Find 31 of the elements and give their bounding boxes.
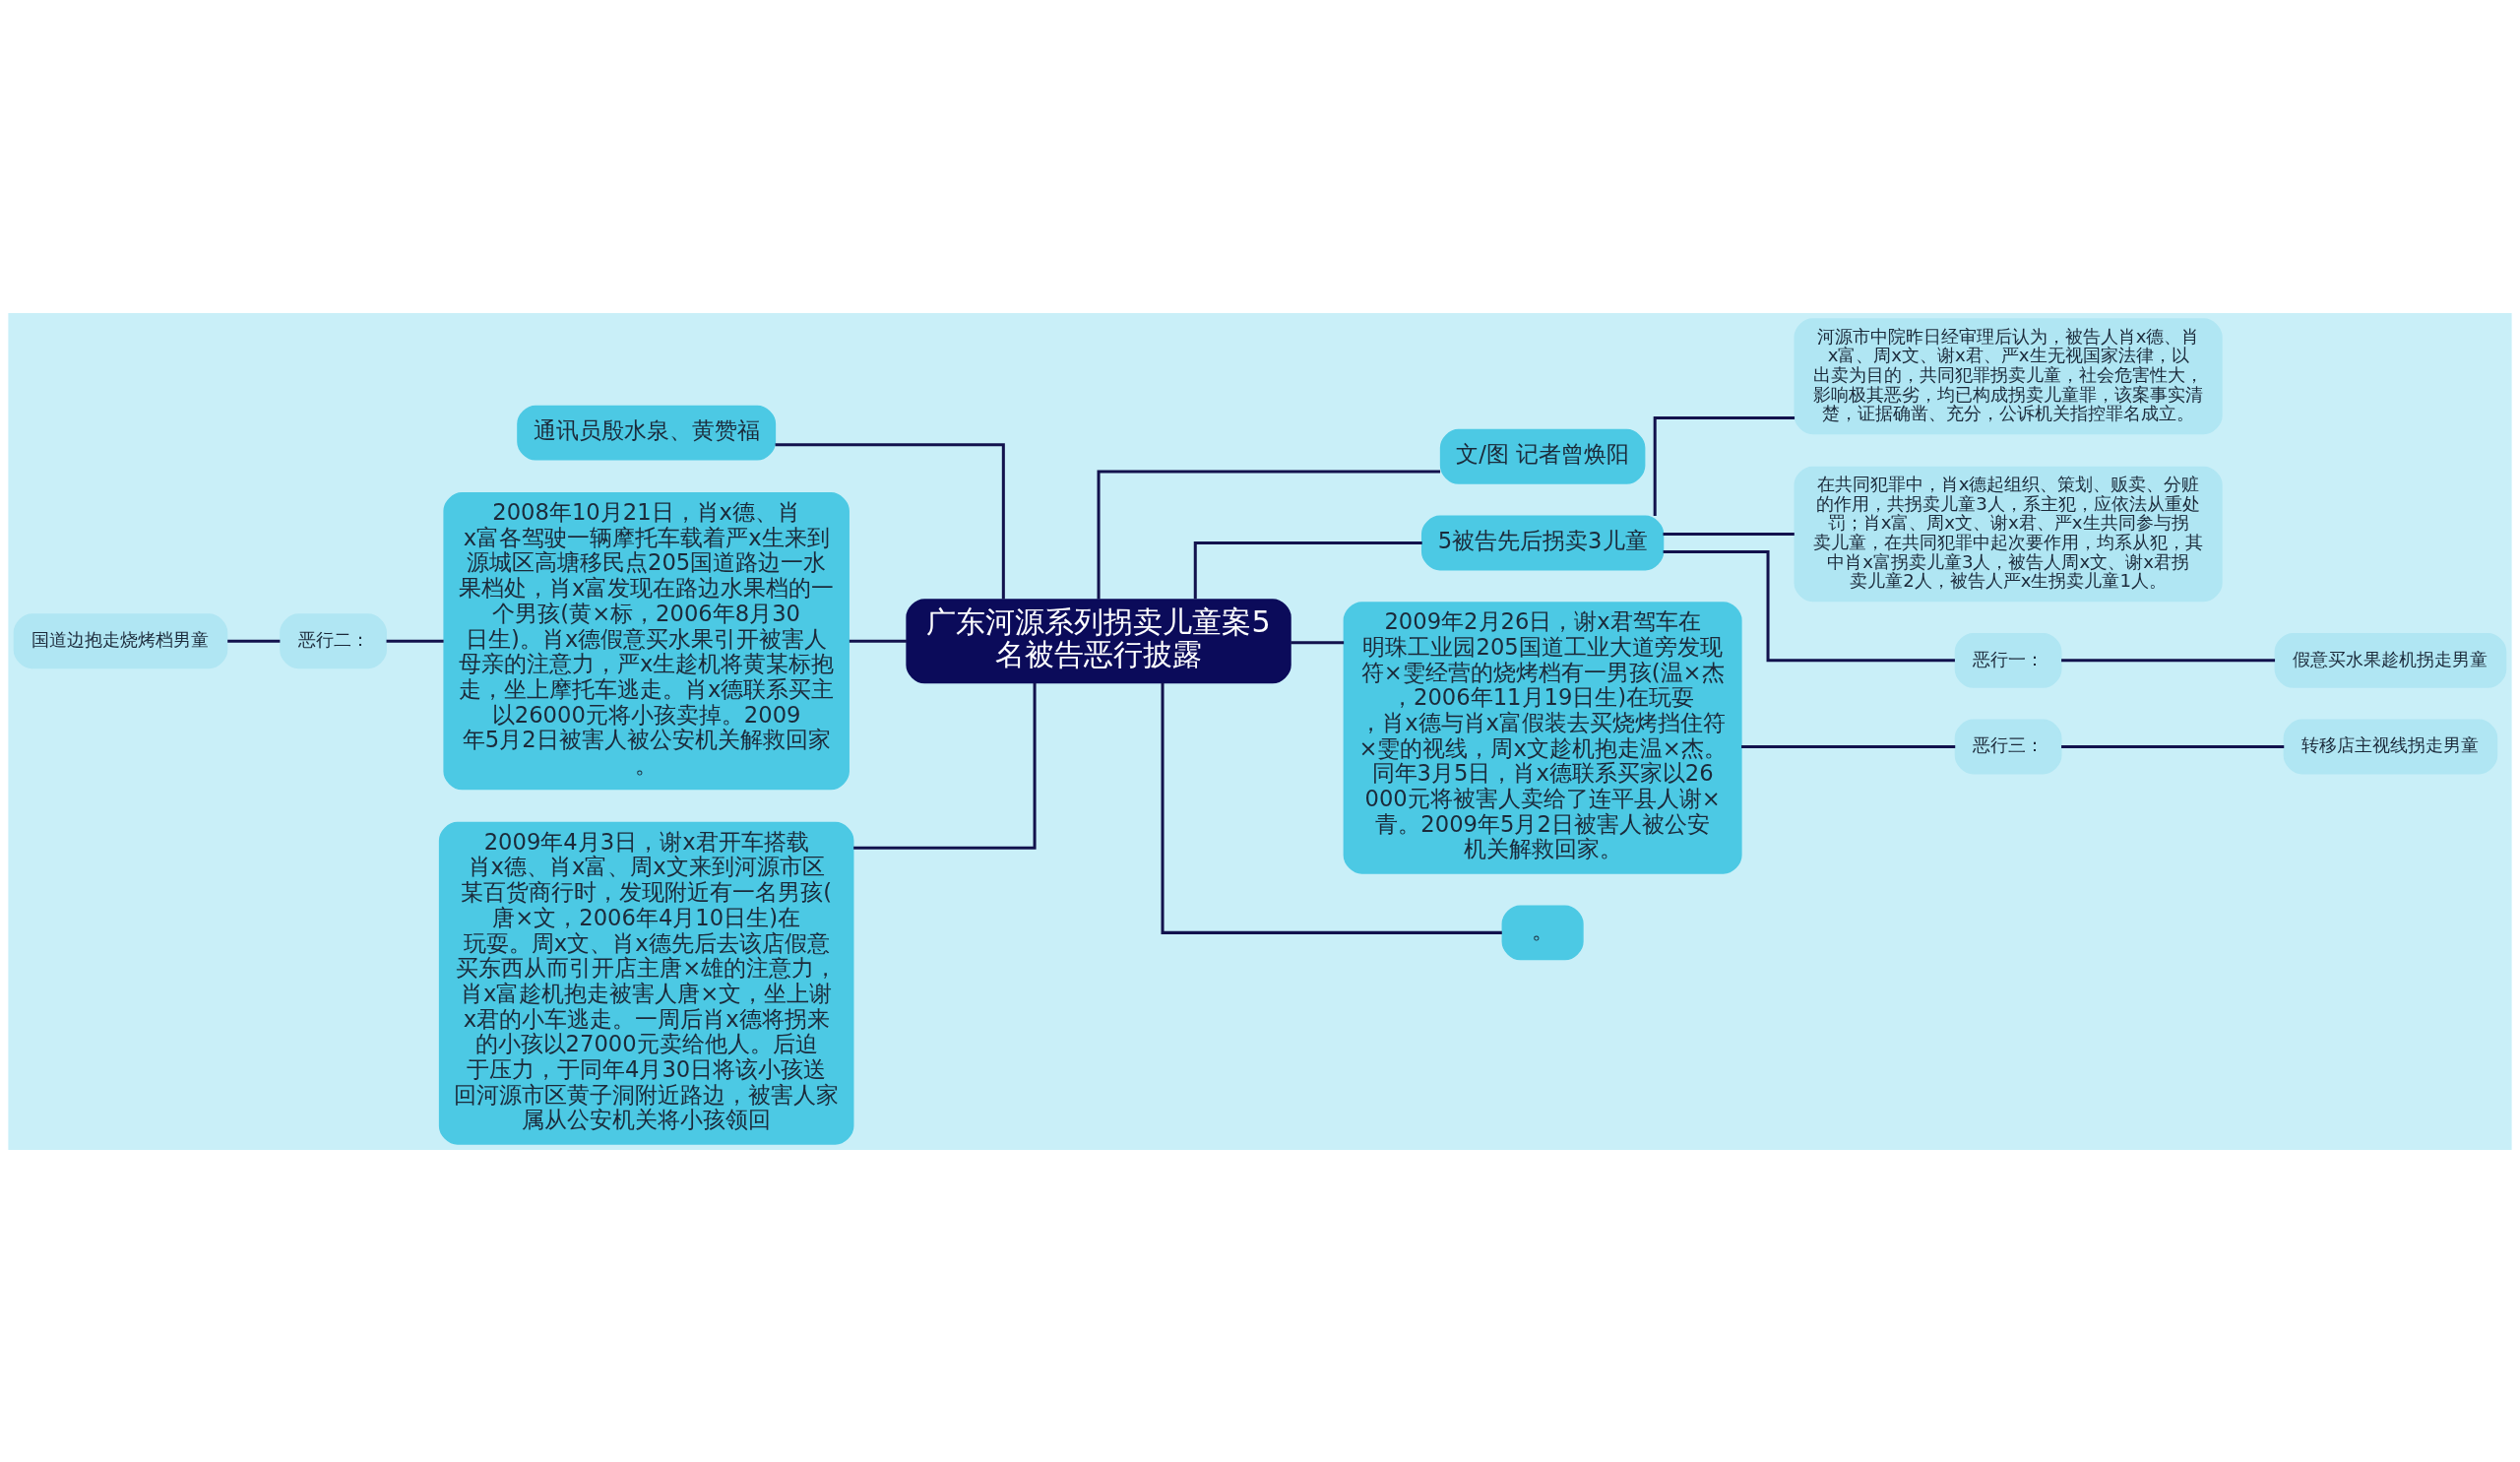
connector <box>1741 744 1956 748</box>
node-box: 2009年2月26日，谢x君驾车在明珠工业园205国道工业大道旁发现符×雯经营的烧烤档有一男孩(温×杰，2006年11月19日生)在玩耍，肖x德与肖x富假装去买烧烤挡住符×雯的视线，周x文趁机抱走温×杰。同年3月5日，肖x德联系买家以26000元将被害人卖给了连平县人谢×青。2009年5月2日被害人被公安机关解救回家。 <box>1343 601 1742 874</box>
connector <box>849 639 907 643</box>
connector <box>1663 532 1795 536</box>
node-box: 河源市中院昨日经审理后认为，被告人肖x德、肖x富、周x文、谢x君、严x生无视国家法律，以出卖为目的，共同犯罪拐卖儿童，社会危害性大，影响极其恶劣，均已构成拐卖儿童罪，该案事实清楚，证据确凿、充分，公诉机关指控罪名成立。 <box>1794 317 2223 434</box>
connector <box>1097 469 1441 600</box>
connector <box>775 442 1005 599</box>
node-box: 文/图 记者曾焕阳 <box>1439 428 1646 484</box>
connector <box>2061 744 2285 748</box>
node-box: 恶行三： <box>1954 719 2062 774</box>
node-box: 2008年10月21日，肖x德、肖x富各驾驶一辆摩托车载着严x生来到源城区高塘移民点205国道路边一水果档处，肖x富发现在路边水果档的一个男孩(黄×标，2006年8月30日生)。肖x德假意买水果引开被害人母亲的注意力，严x生趁机将黄某标抱走，坐上摩托车逃走。肖x德联系买主以26000元将小孩卖掉。2009年5月2日被害人被公安机关解救回家。 <box>443 491 850 790</box>
node-box: 通讯员殷水泉、黄赞福 <box>517 405 777 461</box>
node-box: 假意买水果趁机拐走男童 <box>2274 632 2507 688</box>
node-box: 。 <box>1501 904 1584 960</box>
connector <box>1291 640 1345 644</box>
connector <box>2061 658 2276 662</box>
connector <box>1161 682 1502 934</box>
node-box: 5被告先后拐卖3儿童 <box>1420 515 1665 570</box>
node-box: 国道边抱走烧烤档男童 <box>13 612 228 668</box>
connector <box>1653 415 1796 516</box>
connector <box>853 682 1037 850</box>
connector <box>386 639 444 643</box>
node-box: 恶行一： <box>1954 632 2062 688</box>
connector <box>1663 549 1955 662</box>
connector <box>1193 540 1422 599</box>
node-box: 2009年4月3日，谢x君开车搭载肖x德、肖x富、周x文来到河源市区某百货商行时，发现附近有一名男孩(唐×文，2006年4月10日生)在玩耍。周x文、肖x德先后去该店假意买东西从而引开店主唐×雄的注意力，肖x富趁机抱走被害人唐×文，坐上谢x君的小车逃走。一周后肖x德将拐来的小孩以27000元卖给他人。后迫于压力，于同年4月30日将该小孩送回河源市区黄子洞附近路边，被害人家属从公安机关将小孩领回 <box>438 821 854 1145</box>
connector <box>227 639 281 643</box>
node-box: 在共同犯罪中，肖x德起组织、策划、贩卖、分赃的作用，共拐卖儿童3人，系主犯，应依法从重处罚；肖x富、周x文、谢x君、严x生共同参与拐卖儿童，在共同犯罪中起次要作用，均系从犯，其中肖x富拐卖儿童3人，被告人周x文、谢x君拐卖儿童2人，被告人严x生拐卖儿童1人。 <box>1794 466 2223 602</box>
node-box: 转移店主视线拐走男童 <box>2283 719 2498 774</box>
node-box: 广东河源系列拐卖儿童案5名被告恶行披露 <box>906 598 1292 683</box>
node-box: 恶行二： <box>280 612 387 668</box>
